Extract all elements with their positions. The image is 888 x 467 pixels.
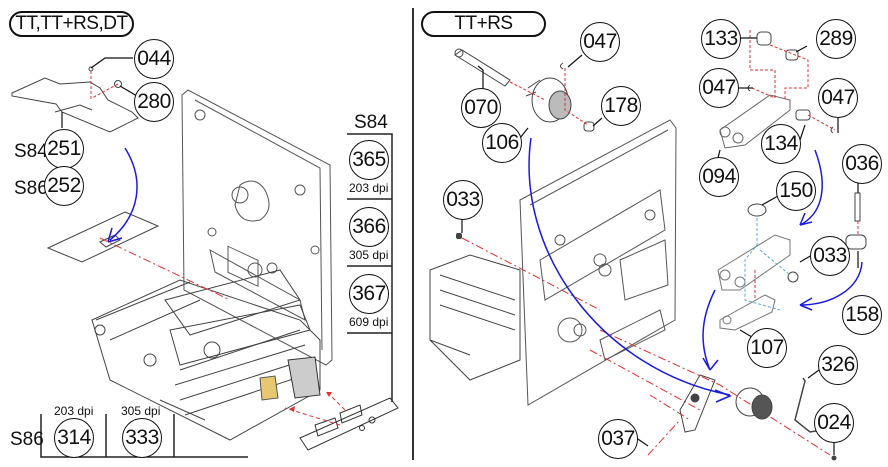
print-mechanism-drawing [91, 269, 321, 441]
bracket-drawing [679, 374, 716, 433]
block-158-drawing [845, 234, 867, 250]
ribbon-cable-drawing [287, 356, 321, 399]
callout-178[interactable]: 178 [601, 86, 641, 126]
callout-036[interactable]: 036 [842, 144, 882, 184]
dpi-label: 203 dpi [349, 181, 389, 195]
pin-036-drawing [854, 192, 861, 222]
callout-365[interactable]: 365 [349, 140, 389, 180]
callout-047[interactable]: 047 [580, 22, 620, 62]
sleeve-289-drawing [785, 49, 799, 61]
callout-367[interactable]: 367 [349, 274, 389, 314]
callout-033[interactable]: 033 [810, 236, 850, 276]
gear-assembly-drawing [735, 387, 773, 420]
callout-094[interactable]: 094 [699, 157, 739, 197]
wire-harness-drawing [259, 375, 279, 401]
callout-037[interactable]: 037 [598, 419, 638, 459]
gear-106-drawing [525, 77, 572, 123]
printer-frame-drawing [181, 89, 333, 366]
callout-252[interactable]: 252 [44, 166, 84, 206]
callout-280[interactable]: 280 [134, 82, 174, 122]
panel-divider [412, 8, 414, 460]
s86-table-lines [40, 414, 248, 458]
callout-047[interactable]: 047 [818, 78, 858, 118]
callout-106[interactable]: 106 [482, 123, 522, 163]
left-panel-title: TT,TT+RS,DT [9, 11, 134, 37]
callout-044[interactable]: 044 [134, 39, 174, 79]
bushing-178-drawing [583, 121, 595, 132]
callout-326[interactable]: 326 [818, 345, 858, 385]
callout-150[interactable]: 150 [776, 171, 816, 211]
head-pcb-drawing [299, 397, 399, 451]
callout-366[interactable]: 366 [349, 207, 389, 247]
model-label-s86: S86 [14, 178, 48, 199]
cover-plate-installed-drawing [46, 211, 160, 263]
motion-arrows [528, 137, 863, 403]
gear-033-drawing [787, 271, 799, 283]
pin-134-drawing [795, 109, 811, 121]
shaft-070-drawing [454, 48, 511, 87]
callout-289[interactable]: 289 [816, 19, 856, 59]
cover-plate-drawing [11, 77, 139, 133]
callout-033[interactable]: 033 [443, 180, 483, 220]
callout-251[interactable]: 251 [44, 129, 84, 169]
callout-107[interactable]: 107 [747, 328, 787, 368]
dpi-label: 305 dpi [349, 248, 389, 262]
model-label-s84: S84 [14, 141, 48, 162]
sensor-wire-326-drawing [794, 377, 823, 433]
dpi-label: 305 dpi [121, 404, 161, 418]
dpi-label: 203 dpi [54, 404, 94, 418]
callout-314[interactable]: 314 [54, 418, 94, 458]
callout-333[interactable]: 333 [122, 418, 162, 458]
right-panel-title: TT+RS [421, 11, 546, 37]
callout-133[interactable]: 133 [701, 19, 741, 59]
callout-158[interactable]: 158 [842, 295, 882, 335]
callout-047[interactable]: 047 [699, 68, 739, 108]
arm-094-drawing [719, 94, 791, 149]
callout-070[interactable]: 070 [461, 88, 501, 128]
rs-frame-drawing [519, 119, 677, 406]
dpi-label: 609 dpi [349, 315, 389, 329]
ribbon-supply-drawing [429, 254, 521, 381]
screw-024-drawing [831, 455, 837, 461]
callout-134[interactable]: 134 [761, 124, 801, 164]
screw-033-drawing [456, 233, 462, 239]
arm-assembly-drawing [717, 234, 791, 331]
part-280-drawing [114, 80, 122, 88]
callout-024[interactable]: 024 [814, 403, 854, 443]
s84-table-header: S84 [354, 112, 388, 133]
clip-047-right-drawing [830, 126, 834, 134]
roller-133-drawing [756, 31, 772, 46]
motion-arrow [109, 147, 138, 241]
s84-table-lines [347, 133, 393, 402]
clip-047-drawing [560, 62, 564, 70]
s86-table-label: S86 [10, 429, 44, 450]
knob-150-drawing [747, 203, 767, 217]
